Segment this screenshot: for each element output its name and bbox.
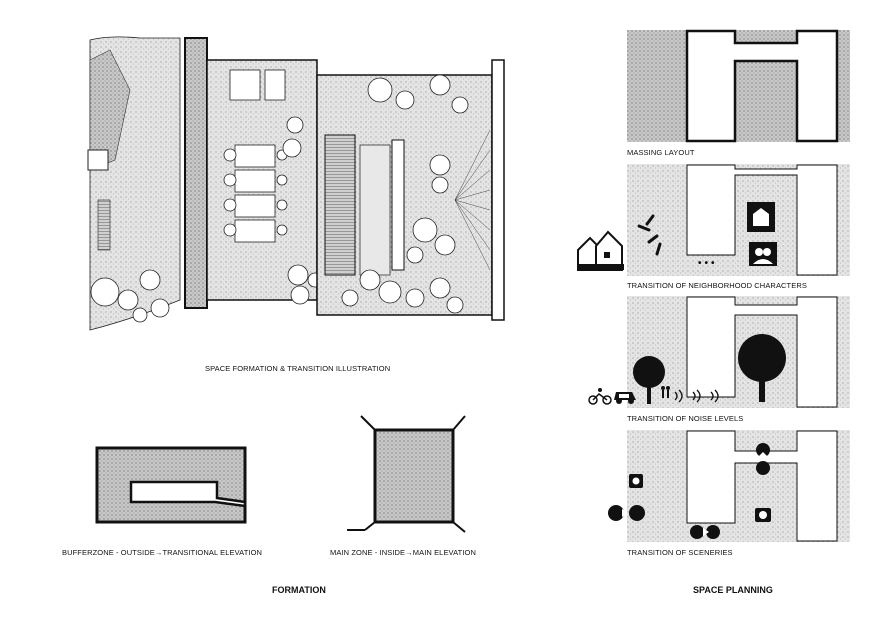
sun-burst-icon <box>637 214 662 256</box>
couple-icon <box>749 242 777 266</box>
massing-caption: MASSING LAYOUT <box>627 148 695 157</box>
camera-icon <box>629 474 643 488</box>
main-zone-diagram <box>347 415 466 533</box>
house-icon <box>577 230 624 271</box>
noise-panel <box>627 296 850 408</box>
sceneries-caption: TRANSITION OF SCENERIES <box>627 548 733 557</box>
neighborhood-panel <box>627 164 850 276</box>
massing-layout-panel <box>627 29 850 143</box>
tree-icon <box>738 334 786 402</box>
sceneries-panel <box>627 430 850 542</box>
formation-title: FORMATION <box>272 585 326 595</box>
home-badge-icon <box>747 202 775 232</box>
site-plan-illustration <box>87 36 505 331</box>
bufferzone-diagram <box>95 446 247 524</box>
view-marker-icon <box>756 443 770 475</box>
view-marker-icon <box>690 525 720 539</box>
space-planning-title: SPACE PLANNING <box>693 585 773 595</box>
noise-caption: TRANSITION OF NOISE LEVELS <box>627 414 744 423</box>
neighborhood-ellipsis: ••• <box>698 258 718 269</box>
pedestrian-icon <box>661 386 670 398</box>
bufferzone-caption: BUFFERZONE - OUTSIDE→TRANSITIONAL ELEVAT… <box>62 548 263 557</box>
view-marker-icon <box>608 505 645 521</box>
neighborhood-caption: TRANSITION OF NEIGHBORHOOD CHARACTERS <box>627 281 807 290</box>
tree-icon <box>633 356 665 404</box>
sound-wave-icon <box>674 389 719 403</box>
main-zone-caption: MAIN ZONE - INSIDE→MAIN ELEVATION <box>330 548 476 557</box>
camera-icon <box>755 508 771 522</box>
bicycle-icon <box>588 388 612 405</box>
illustration-caption: SPACE FORMATION & TRANSITION ILLUSTRATIO… <box>205 364 391 373</box>
car-icon <box>614 392 636 404</box>
